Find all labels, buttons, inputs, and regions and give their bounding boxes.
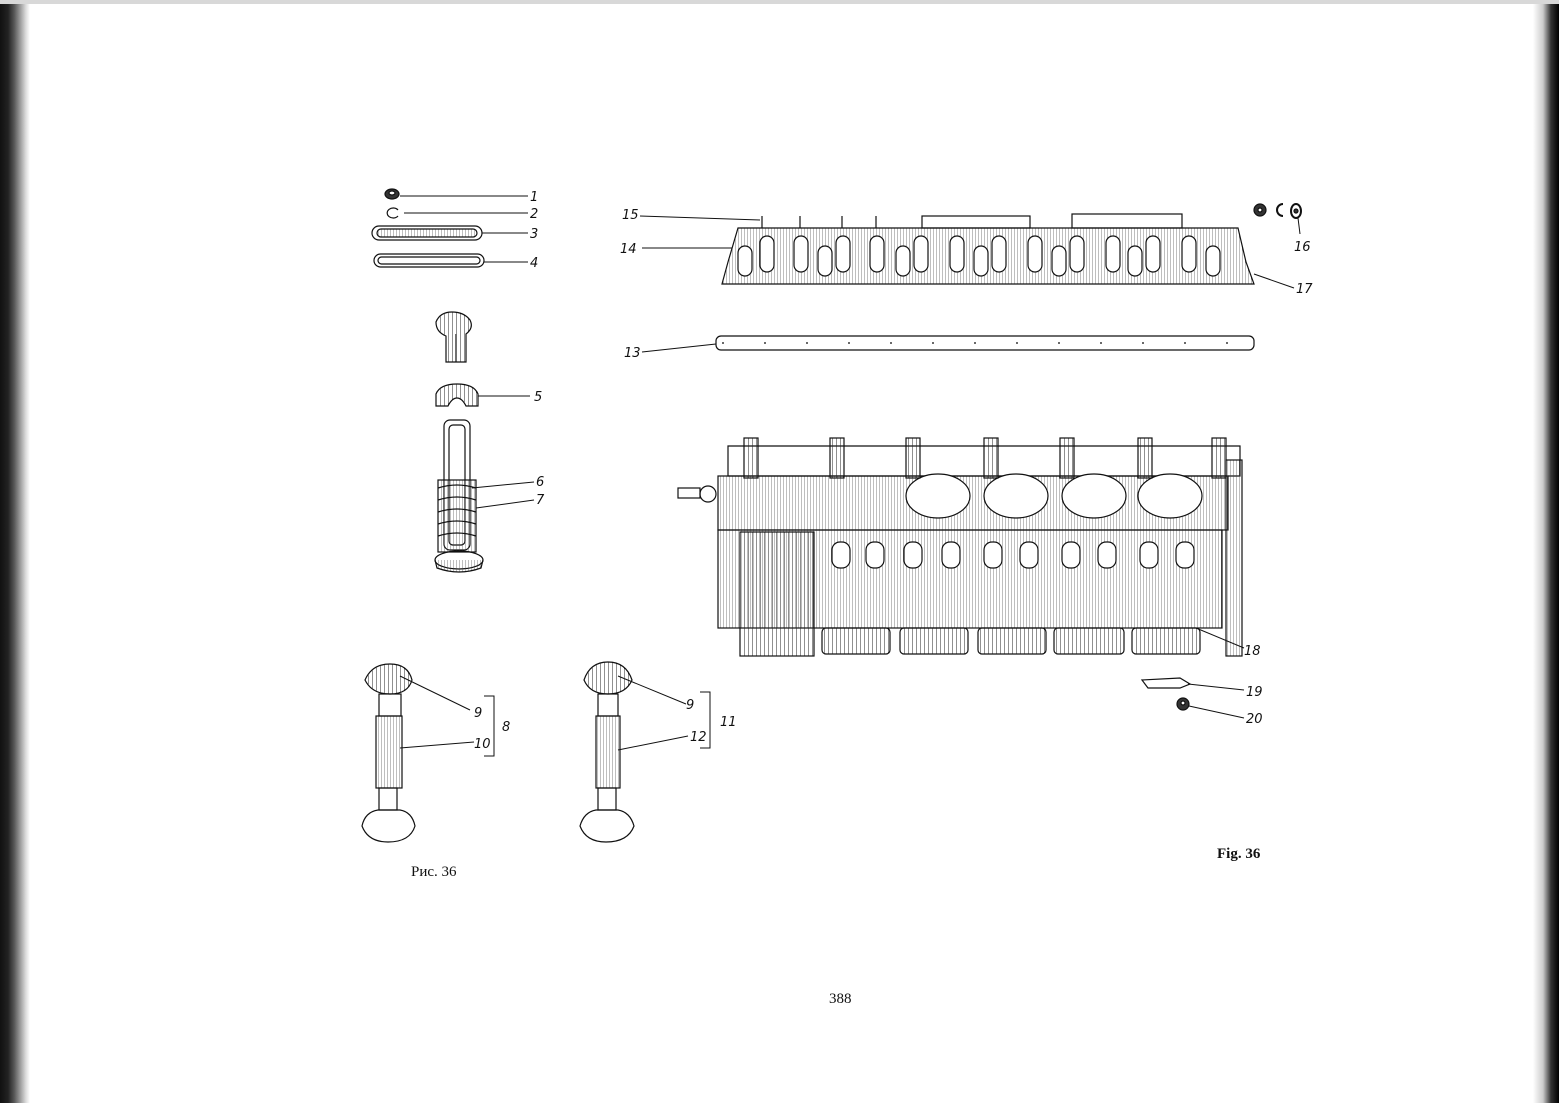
part-1-nut (384, 188, 400, 200)
callout-19: 19 (1246, 685, 1263, 700)
callout-8: 8 (502, 720, 510, 735)
callout-10: 10 (474, 737, 491, 752)
part-4-seal-ring (373, 253, 485, 268)
part-19-bracket (1140, 677, 1192, 689)
callout-4: 4 (530, 256, 538, 271)
callout-14: 14 (620, 242, 637, 257)
valve-tip-assembly (435, 311, 472, 363)
part-18-cylinder-block (677, 437, 1243, 657)
part-5-cotter (435, 383, 479, 407)
callout-16: 16 (1294, 240, 1311, 255)
callout-15: 15 (622, 208, 639, 223)
callout-11: 11 (720, 715, 737, 730)
callout-2: 2 (530, 207, 538, 222)
callout-9-left: 9 (474, 706, 482, 721)
callout-3: 3 (530, 227, 538, 242)
callout-17: 17 (1296, 282, 1313, 297)
book-binding-shadow (0, 0, 30, 1103)
part-8-valve-assembly (361, 663, 416, 843)
callout-6: 6 (536, 475, 544, 490)
page-edge-shadow (1533, 0, 1559, 1103)
callout-7: 7 (536, 493, 545, 508)
callout-18: 18 (1244, 644, 1261, 659)
part-16-washers (1253, 203, 1302, 219)
callout-20: 20 (1246, 712, 1263, 727)
callout-13: 13 (624, 346, 641, 361)
part-14-valve-cover (721, 213, 1255, 285)
callout-5: 5 (534, 390, 542, 405)
part-13-cover-gasket (715, 335, 1255, 351)
figure-caption-ru: Рис. 36 (411, 864, 457, 880)
page-top-edge (0, 0, 1559, 4)
part-11-valve-assembly (579, 661, 635, 843)
page-number: 388 (829, 991, 852, 1007)
part-3-gasket (371, 225, 483, 241)
callout-leader-lines (399, 195, 1301, 757)
callout-1: 1 (530, 190, 538, 205)
callout-labels: 1 2 3 4 5 6 7 8 9 10 9 11 12 13 14 15 16… (474, 190, 1313, 752)
part-2-clip (386, 207, 399, 219)
part-6-7-valve-springs (434, 419, 484, 573)
callout-9-right: 9 (686, 698, 694, 713)
callout-12: 12 (690, 730, 707, 745)
part-20-nut (1176, 697, 1190, 711)
figure-caption-en: Fig. 36 (1217, 846, 1261, 862)
